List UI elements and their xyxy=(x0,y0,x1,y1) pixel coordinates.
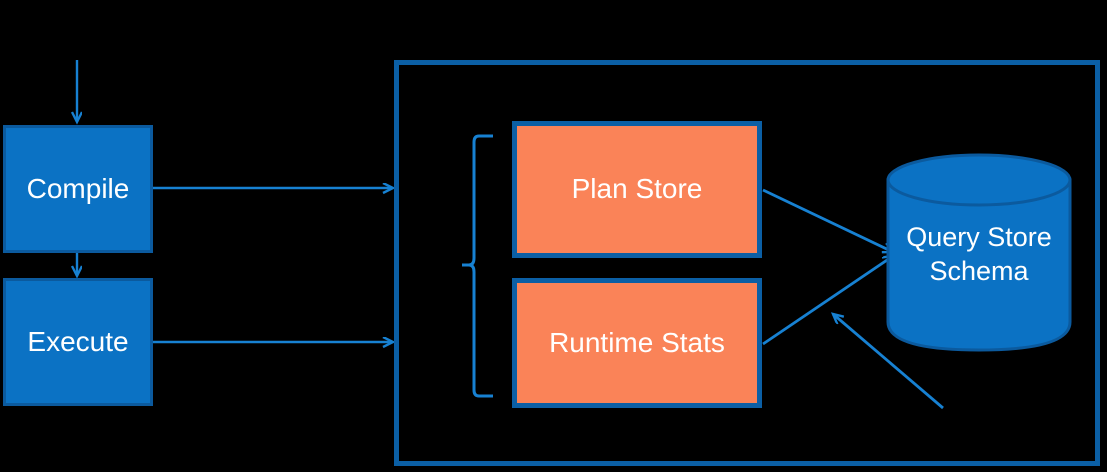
node-compile-label: Compile xyxy=(26,172,130,204)
query-store-container xyxy=(394,60,1100,466)
arrow-runtime-stats-to-schema xyxy=(762,256,893,346)
node-compile[interactable]: Compile xyxy=(3,125,153,253)
node-plan-store-label: Plan Store xyxy=(571,173,703,205)
arrow-external-to-schema xyxy=(833,314,944,410)
node-plan-store[interactable]: Plan Store xyxy=(512,121,762,258)
arrow-plan-store-to-schema xyxy=(762,188,893,252)
node-execute[interactable]: Execute xyxy=(3,278,153,406)
node-runtime-stats[interactable]: Runtime Stats xyxy=(512,278,762,408)
node-runtime-stats-label: Runtime Stats xyxy=(549,326,725,358)
node-execute-label: Execute xyxy=(27,325,129,357)
database-cylinder-icon xyxy=(886,153,1072,352)
